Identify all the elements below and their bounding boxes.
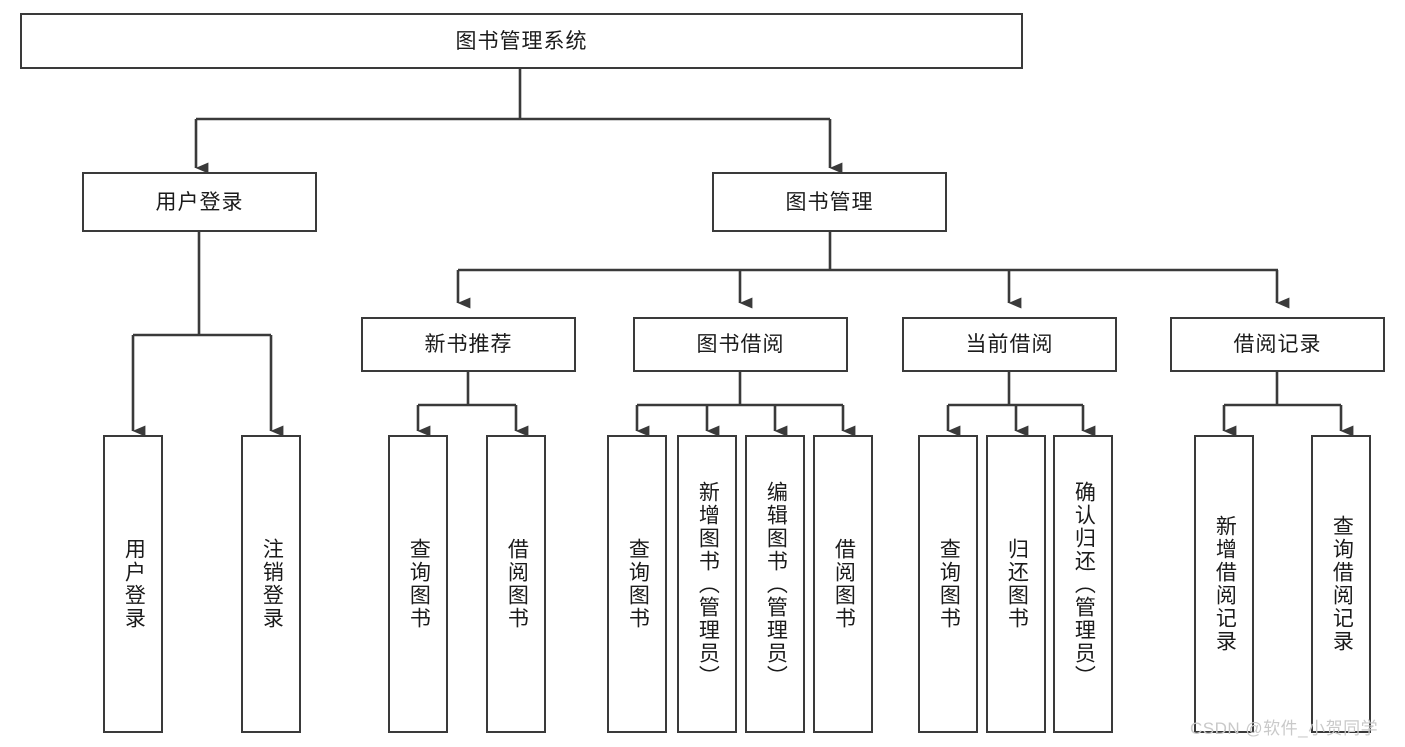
leaf-label: 用户登录 (122, 538, 146, 630)
leaf-label: 借阅图书 (505, 538, 529, 630)
node-borrow-record-label: 借阅记录 (1233, 333, 1322, 356)
node-user-login-label: 用户登录 (155, 190, 244, 214)
watermark-text: CSDN @软件_小贺同学 (1190, 719, 1379, 738)
leaf-borrow-edit-book[interactable]: 编辑图书（管理员） (745, 435, 805, 733)
leaf-user-login-logout[interactable]: 注销登录 (241, 435, 301, 733)
node-current-borrow[interactable]: 当前借阅 (902, 317, 1117, 372)
leaf-current-query-book[interactable]: 查询图书 (918, 435, 978, 733)
leaf-label: 查询借阅记录 (1330, 515, 1354, 653)
leaf-current-confirm-return[interactable]: 确认归还（管理员） (1053, 435, 1113, 733)
node-new-book-recommend[interactable]: 新书推荐 (361, 317, 576, 372)
node-book-management-label: 图书管理 (785, 190, 874, 214)
leaf-label: 编辑图书（管理员） (764, 480, 788, 688)
leaf-borrow-add-book[interactable]: 新增图书（管理员） (677, 435, 737, 733)
node-new-book-recommend-label: 新书推荐 (424, 333, 513, 356)
leaf-label: 借阅图书 (832, 538, 856, 630)
leaf-label: 确认归还（管理员） (1072, 480, 1096, 688)
node-book-borrow[interactable]: 图书借阅 (633, 317, 848, 372)
leaf-current-return-book[interactable]: 归还图书 (986, 435, 1046, 733)
leaf-label: 新增借阅记录 (1213, 515, 1237, 653)
node-root[interactable]: 图书管理系统 (20, 13, 1023, 69)
leaf-label: 查询图书 (626, 538, 650, 630)
node-current-borrow-label: 当前借阅 (965, 333, 1054, 356)
leaf-label: 查询图书 (407, 538, 431, 630)
node-book-borrow-label: 图书借阅 (696, 333, 785, 356)
leaf-label: 新增图书（管理员） (696, 480, 720, 688)
leaf-label: 查询图书 (937, 538, 961, 630)
leaf-record-query[interactable]: 查询借阅记录 (1311, 435, 1371, 733)
node-borrow-record[interactable]: 借阅记录 (1170, 317, 1385, 372)
leaf-borrow-query-book[interactable]: 查询图书 (607, 435, 667, 733)
leaf-record-add[interactable]: 新增借阅记录 (1194, 435, 1254, 733)
leaf-label: 归还图书 (1005, 538, 1029, 630)
leaf-borrow-borrow-book[interactable]: 借阅图书 (813, 435, 873, 733)
leaf-label: 注销登录 (260, 538, 284, 630)
node-user-login[interactable]: 用户登录 (82, 172, 317, 232)
leaf-new-book-query[interactable]: 查询图书 (388, 435, 448, 733)
node-book-management[interactable]: 图书管理 (712, 172, 947, 232)
leaf-new-book-borrow[interactable]: 借阅图书 (486, 435, 546, 733)
leaf-user-login-login[interactable]: 用户登录 (103, 435, 163, 733)
node-root-label: 图书管理系统 (455, 29, 588, 53)
